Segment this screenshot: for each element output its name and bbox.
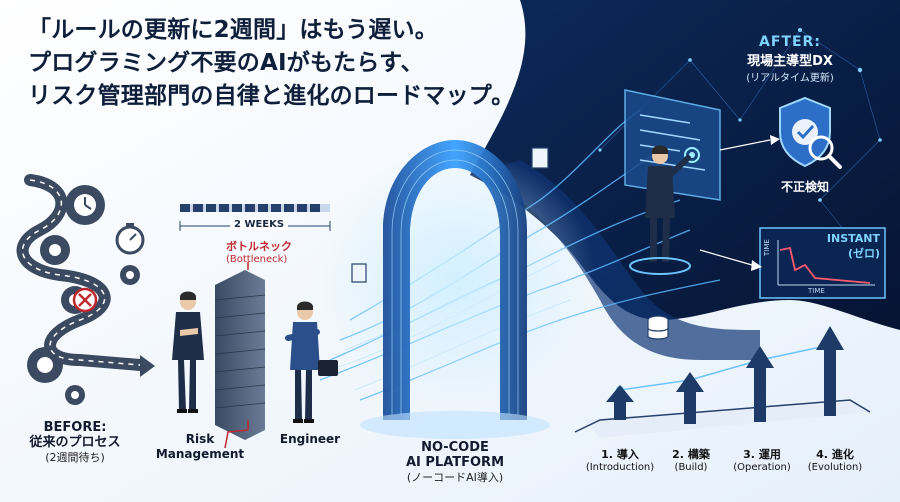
stage-3-en: (Operation) xyxy=(733,462,791,473)
headline-line-1: 「ルールの更新に2週間」はもう遅い。 xyxy=(28,17,438,43)
instant-label: INSTANT (ゼロ) xyxy=(800,232,880,261)
stage-4-ja: 4. 進化 xyxy=(816,448,854,461)
platform-label: NO-CODE AI PLATFORM (ノーコードAI導入) xyxy=(390,440,520,485)
engineer-label: Engineer xyxy=(279,432,341,446)
before-title: BEFORE: xyxy=(43,420,107,435)
bottleneck-label: ボトルネック (Bottleneck) xyxy=(226,238,292,265)
stage-3-ja: 3. 運用 xyxy=(743,448,781,461)
platform-sub: (ノーコードAI導入) xyxy=(406,471,504,484)
after-subtitle: 現場主導型DX xyxy=(747,54,833,69)
after-label: AFTER: 現場主導型DX (リアルタイム更新) xyxy=(720,34,860,84)
instant-y-axis-label: TIME xyxy=(763,239,771,256)
stage-3-label: 3. 運用 (Operation) xyxy=(726,446,798,473)
before-note: (2週間待ち) xyxy=(45,451,105,464)
before-subtitle: 従来のプロセス xyxy=(29,435,121,450)
stage-2-en: (Build) xyxy=(674,462,708,473)
platform-line-1: NO-CODE xyxy=(421,440,489,455)
stage-4-label: 4. 進化 (Evolution) xyxy=(798,446,872,473)
stage-1-en: (Introduction) xyxy=(585,462,655,473)
risk-management-label: Risk Management xyxy=(150,432,250,462)
fraud-detection-label: 不正検知 xyxy=(780,180,829,194)
risk-line-2: Management xyxy=(155,447,245,461)
stage-1-label: 1. 導入 (Introduction) xyxy=(582,446,658,473)
bottleneck-en: (Bottleneck) xyxy=(226,254,288,265)
two-weeks-label: 2 WEEKS xyxy=(230,219,289,230)
headline-line-2: プログラミング不要のAIがもたらす、 xyxy=(28,50,424,76)
stage-2-label: 2. 構築 (Build) xyxy=(656,446,726,473)
headline: 「ルールの更新に2週間」はもう遅い。 プログラミング不要のAIがもたらす、 リス… xyxy=(28,14,548,113)
instant-line-1: INSTANT xyxy=(826,232,880,245)
stage-4-en: (Evolution) xyxy=(807,462,863,473)
after-note: (リアルタイム更新) xyxy=(746,73,834,84)
instant-x-axis-label: TIME xyxy=(808,287,825,295)
headline-line-3: リスク管理部門の自律と進化のロードマップ。 xyxy=(28,83,515,109)
bottleneck-ja: ボトルネック xyxy=(226,240,292,253)
stage-1-ja: 1. 導入 xyxy=(601,448,639,461)
platform-line-2: AI PLATFORM xyxy=(405,455,505,470)
risk-line-1: Risk xyxy=(185,432,215,446)
before-label: BEFORE: 従来のプロセス (2週間待ち) xyxy=(10,420,140,465)
after-title: AFTER: xyxy=(759,34,821,50)
instant-line-2: (ゼロ) xyxy=(847,247,880,260)
stage-2-ja: 2. 構築 xyxy=(672,448,710,461)
